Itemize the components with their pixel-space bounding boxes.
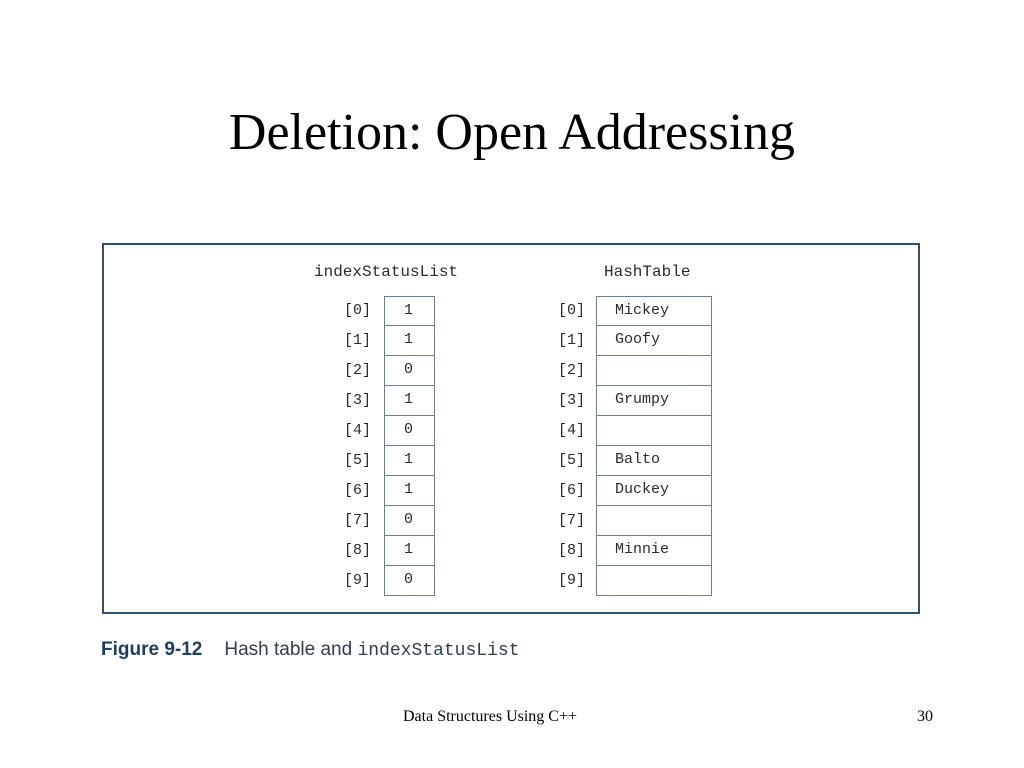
hash-table-cell — [596, 566, 712, 596]
status-cell: 0 — [384, 566, 435, 596]
hash-index-label: [5] — [557, 452, 585, 469]
status-cell: 0 — [384, 416, 435, 446]
status-index-label: [5] — [343, 452, 371, 469]
hash-table-cell — [596, 356, 712, 386]
hash-index-label: [4] — [557, 422, 585, 439]
status-index-label: [3] — [343, 392, 371, 409]
figure-label: Figure 9-12 — [101, 639, 203, 660]
status-cell: 1 — [384, 296, 435, 326]
status-index-label: [6] — [343, 482, 371, 499]
hash-table-cell: Minnie — [596, 536, 712, 566]
hash-index-label: [8] — [557, 542, 585, 559]
slide-title: Deletion: Open Addressing — [228, 104, 796, 161]
status-cell: 1 — [384, 476, 435, 506]
status-list-title: indexStatusList — [314, 263, 459, 281]
status-cell: 1 — [384, 386, 435, 416]
hash-index-label: [9] — [557, 572, 585, 589]
page-number: 30 — [917, 708, 933, 725]
status-index-label: [4] — [343, 422, 371, 439]
status-cell: 1 — [384, 536, 435, 566]
status-index-label: [2] — [343, 362, 371, 379]
figure-frame — [102, 243, 920, 614]
hash-index-label: [3] — [557, 392, 585, 409]
status-index-label: [9] — [343, 572, 371, 589]
status-index-label: [0] — [343, 302, 371, 319]
hash-table-cell — [596, 416, 712, 446]
hash-index-label: [6] — [557, 482, 585, 499]
status-cell: 0 — [384, 356, 435, 386]
hash-table-cell: Goofy — [596, 326, 712, 356]
status-cell: 1 — [384, 446, 435, 476]
caption-text: Hash table and — [224, 639, 358, 660]
status-cell: 1 — [384, 326, 435, 356]
figure-caption: Figure 9-12 Hash table and indexStatusLis… — [101, 638, 520, 663]
hash-table-title: HashTable — [604, 263, 691, 281]
hash-table-cell: Mickey — [596, 296, 712, 326]
status-index-label: [1] — [343, 332, 371, 349]
hash-index-label: [7] — [557, 512, 585, 529]
hash-index-label: [1] — [557, 332, 585, 349]
status-cell: 0 — [384, 506, 435, 536]
caption-code: indexStatusList — [357, 641, 520, 661]
footer-text: Data Structures Using C++ — [403, 708, 578, 725]
status-index-label: [8] — [343, 542, 371, 559]
hash-index-label: [2] — [557, 362, 585, 379]
hash-table-cell — [596, 506, 712, 536]
hash-table-cell: Grumpy — [596, 386, 712, 416]
hash-table-cell: Balto — [596, 446, 712, 476]
hash-index-label: [0] — [557, 302, 585, 319]
hash-table-cell: Duckey — [596, 476, 712, 506]
status-index-label: [7] — [343, 512, 371, 529]
